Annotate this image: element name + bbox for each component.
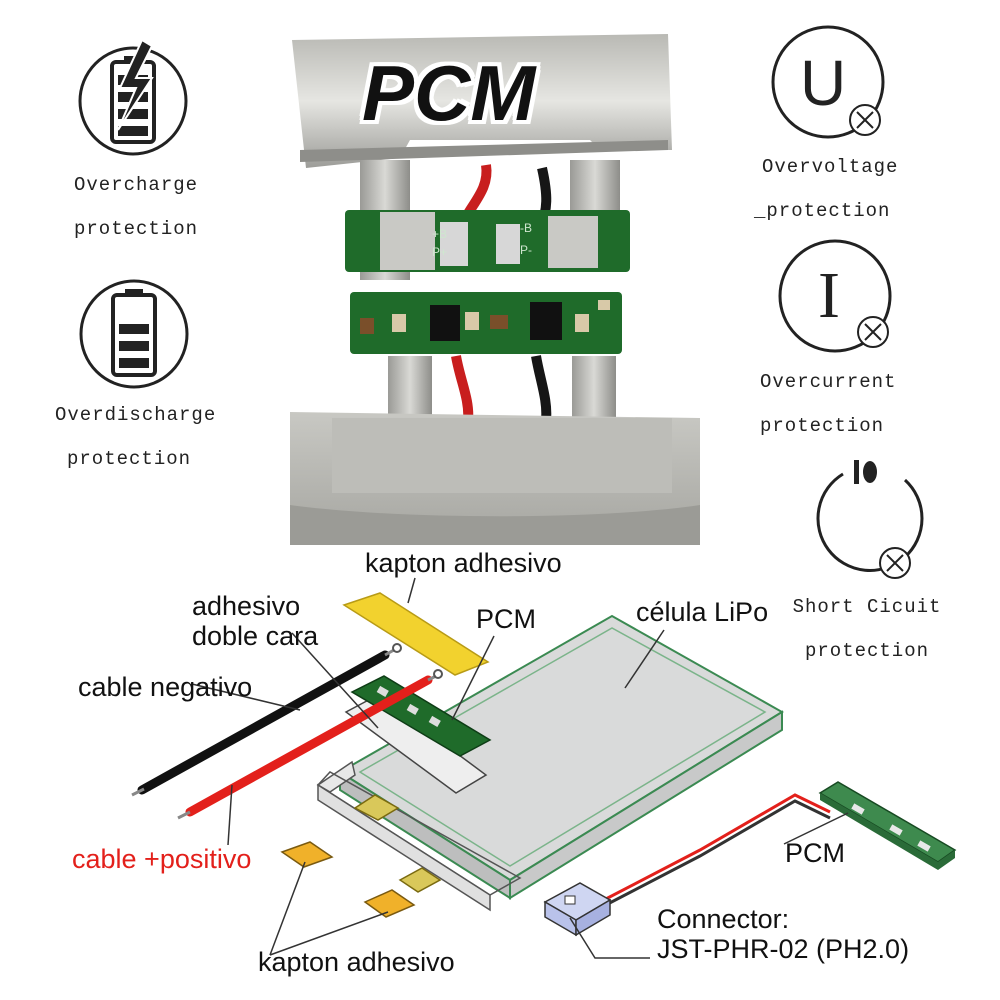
pcm-right-board bbox=[818, 781, 957, 870]
overdischarge-line2: protection bbox=[67, 448, 192, 470]
kapton-piece-1 bbox=[280, 841, 334, 868]
kapton-top bbox=[342, 592, 490, 676]
negative-cable-label: cable negativo bbox=[78, 672, 253, 702]
double-tape-line1: adhesivo bbox=[192, 591, 301, 621]
top-metal-wrap bbox=[292, 34, 672, 168]
positive-cable-label: cable +positivo bbox=[72, 844, 252, 874]
svg-text:P+: P+ bbox=[432, 245, 447, 259]
overcharge-line1: Overcharge bbox=[74, 174, 199, 196]
overdischarge-label: Overdischarge protection bbox=[55, 393, 215, 481]
overcurrent-icon bbox=[778, 239, 892, 353]
double-tape-label: adhesivo doble cara bbox=[192, 591, 318, 651]
overvoltage-line1: Overvoltage bbox=[762, 156, 899, 178]
connector-cable bbox=[599, 793, 831, 904]
kapton-bottom-label: kapton adhesivo bbox=[258, 947, 455, 977]
pcm-small-board bbox=[350, 675, 492, 757]
overcurrent-line1: Overcurrent bbox=[760, 371, 897, 393]
negative-cable bbox=[131, 643, 402, 797]
svg-text:-B: -B bbox=[520, 221, 532, 235]
double-tape-line2: doble cara bbox=[192, 621, 319, 651]
connector-label: Connector: JST-PHR-02 (PH2.0) bbox=[657, 904, 909, 964]
positive-cable bbox=[177, 669, 443, 820]
overcurrent-letter: I bbox=[818, 259, 840, 332]
photo-title: PCM bbox=[362, 49, 536, 137]
overvoltage-icon bbox=[771, 25, 885, 139]
overvoltage-label: Overvoltage _protection bbox=[754, 145, 899, 233]
kapton-piece-2 bbox=[363, 889, 416, 918]
overcharge-icon bbox=[78, 38, 188, 156]
overcurrent-line2: protection bbox=[760, 415, 885, 437]
overcharge-label: Overcharge protection bbox=[74, 163, 198, 251]
cell-label: célula LiPo bbox=[636, 597, 769, 627]
pcm-small-label: PCM bbox=[476, 604, 536, 634]
short-circuit-line1: Short Cicuit bbox=[792, 596, 942, 618]
overdischarge-line1: Overdischarge bbox=[55, 404, 217, 426]
kapton-piece-4 bbox=[398, 867, 442, 893]
short-circuit-label: Short Cicuit protection bbox=[792, 585, 942, 673]
short-circuit-icon bbox=[816, 460, 924, 579]
lipo-cell bbox=[316, 614, 784, 912]
overvoltage-line2: _protection bbox=[754, 200, 891, 222]
connector-line2: JST-PHR-02 (PH2.0) bbox=[657, 934, 910, 964]
kapton-piece-3 bbox=[353, 794, 400, 821]
short-circuit-line2: protection bbox=[804, 640, 930, 662]
svg-text:+B: +B bbox=[432, 227, 447, 241]
pcm-board-label: PCM bbox=[785, 838, 845, 868]
kapton-top-label: kapton adhesivo bbox=[365, 548, 562, 578]
svg-text:P-: P- bbox=[520, 243, 532, 257]
overdischarge-icon bbox=[79, 279, 189, 389]
overcharge-line2: protection bbox=[74, 218, 199, 240]
overcurrent-label: Overcurrent protection bbox=[760, 360, 896, 448]
connector-line1: Connector: bbox=[657, 904, 790, 934]
overvoltage-letter: U bbox=[800, 47, 847, 119]
jst-connector bbox=[543, 882, 612, 937]
